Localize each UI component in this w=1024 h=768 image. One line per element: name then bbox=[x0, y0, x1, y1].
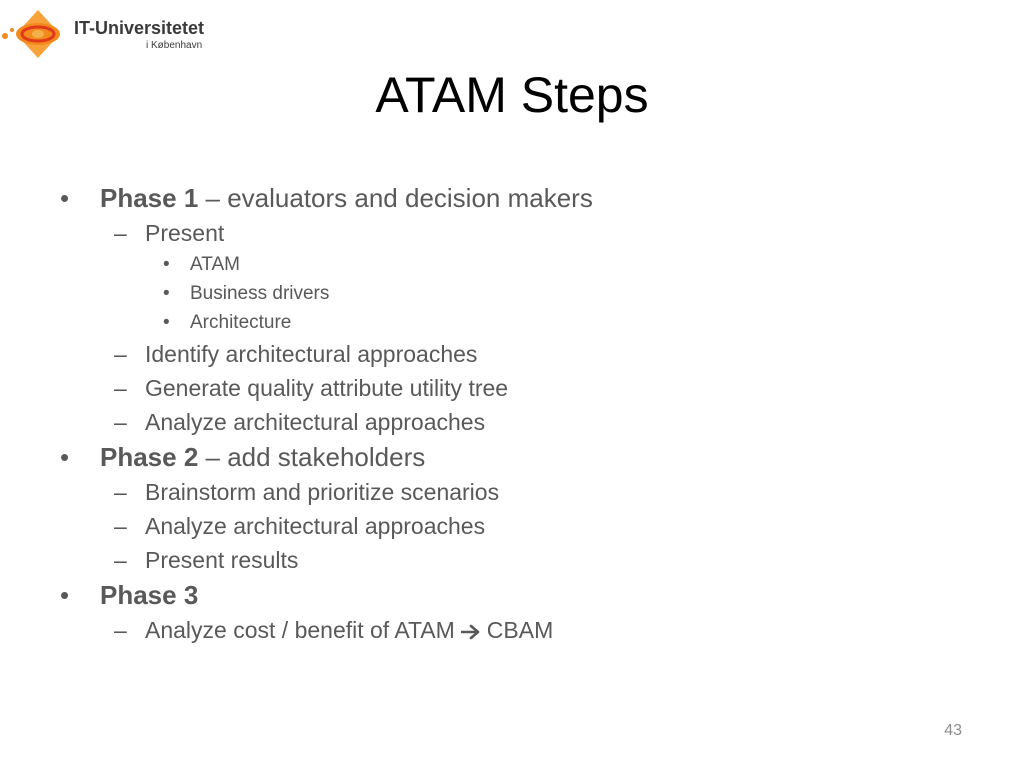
sub-bullet-text: Present results bbox=[145, 547, 299, 573]
university-subtitle: i København bbox=[146, 40, 203, 51]
university-logo: IT-Universitetet i København bbox=[0, 6, 220, 66]
sub-bullet-text: Analyze architectural approaches bbox=[145, 409, 486, 435]
sub-bullet-brainstorm: – Brainstorm and prioritize scenarios bbox=[60, 475, 980, 509]
bullet-marker: • bbox=[163, 312, 170, 333]
bullet-phase-3: • Phase 3 bbox=[60, 577, 980, 613]
sub-bullet-utility-tree: – Generate quality attribute utility tre… bbox=[60, 371, 980, 405]
dash-marker: – bbox=[114, 375, 127, 401]
sub-sub-bullet-business-drivers: • Business drivers bbox=[60, 279, 980, 308]
bullet-marker: • bbox=[163, 283, 170, 304]
sub-sub-bullet-text: Architecture bbox=[190, 312, 292, 333]
page-number: 43 bbox=[944, 722, 962, 739]
dash-marker: – bbox=[114, 617, 127, 643]
phase-1-label: Phase 1 bbox=[100, 183, 199, 213]
slide-content: • Phase 1 – evaluators and decision make… bbox=[60, 180, 980, 647]
dash-marker: – bbox=[114, 220, 127, 246]
sub-sub-bullet-text: ATAM bbox=[190, 254, 240, 275]
itu-logo-icon bbox=[2, 10, 60, 58]
slide-title: ATAM Steps bbox=[375, 67, 649, 123]
university-name: IT-Universitetet bbox=[74, 18, 205, 38]
bullet-phase-2: • Phase 2 – add stakeholders bbox=[60, 439, 980, 475]
bullet-marker: • bbox=[60, 580, 70, 610]
sub-bullet-text: Brainstorm and prioritize scenarios bbox=[145, 479, 500, 505]
sub-bullet-present-results: – Present results bbox=[60, 543, 980, 577]
sub-bullet-analyze: – Analyze architectural approaches bbox=[60, 405, 980, 439]
sub-bullet-text: Present bbox=[145, 220, 225, 246]
sub-bullet-text: Identify architectural approaches bbox=[145, 341, 478, 367]
sub-bullet-present: – Present bbox=[60, 216, 980, 250]
bullet-marker: • bbox=[60, 183, 70, 213]
bullet-phase-1: • Phase 1 – evaluators and decision make… bbox=[60, 180, 980, 216]
sub-bullet-text: Analyze cost / benefit of ATAM bbox=[145, 617, 455, 643]
bullet-marker: • bbox=[60, 442, 70, 472]
phase-2-label: Phase 2 bbox=[100, 442, 199, 472]
right-arrow-icon bbox=[460, 615, 481, 649]
phase-2-description: – add stakeholders bbox=[198, 442, 426, 472]
sub-bullet-text-after-arrow: CBAM bbox=[486, 617, 554, 643]
phase-3-label: Phase 3 bbox=[100, 580, 199, 610]
sub-bullet-identify: – Identify architectural approaches bbox=[60, 337, 980, 371]
sub-bullet-text: Generate quality attribute utility tree bbox=[145, 375, 509, 401]
dash-marker: – bbox=[114, 547, 127, 573]
sub-sub-bullet-architecture: • Architecture bbox=[60, 308, 980, 337]
phase-1-description: – evaluators and decision makers bbox=[198, 183, 593, 213]
sub-sub-bullet-atam: • ATAM bbox=[60, 250, 980, 279]
sub-sub-bullet-text: Business drivers bbox=[190, 283, 330, 304]
sub-bullet-cost-benefit: – Analyze cost / benefit of ATAM CBAM bbox=[60, 613, 980, 647]
bullet-marker: • bbox=[163, 254, 170, 275]
dash-marker: – bbox=[114, 479, 127, 505]
dash-marker: – bbox=[114, 341, 127, 367]
sub-bullet-text: Analyze architectural approaches bbox=[145, 513, 486, 539]
dash-marker: – bbox=[114, 409, 127, 435]
sub-bullet-analyze-2: – Analyze architectural approaches bbox=[60, 509, 980, 543]
dash-marker: – bbox=[114, 513, 127, 539]
